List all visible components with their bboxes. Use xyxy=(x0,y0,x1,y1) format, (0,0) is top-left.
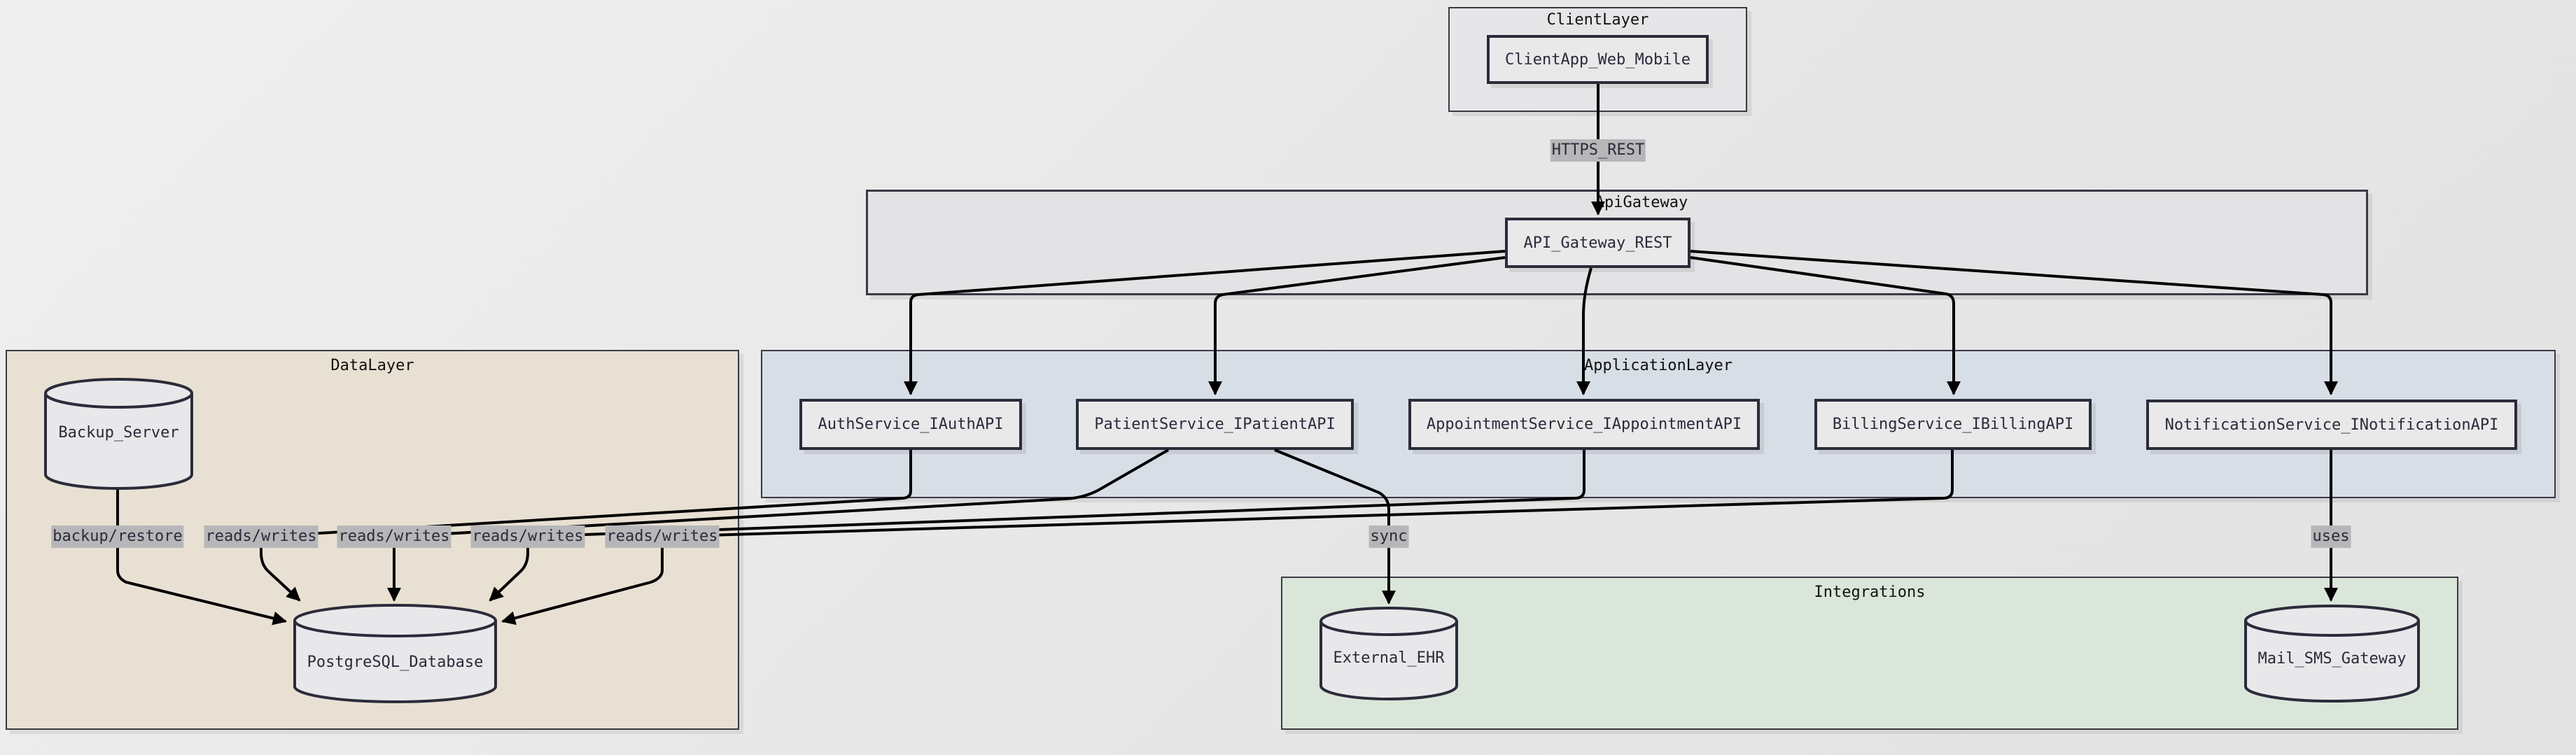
edge-gateway-to-appointment xyxy=(1576,267,1592,395)
node-label: AuthService_IAuthAPI xyxy=(818,416,1004,433)
node-backup-server[interactable]: Backup_Server xyxy=(44,378,193,490)
node-api-gateway[interactable]: API_Gateway_REST xyxy=(1505,218,1690,268)
edge-label-reads-writes-billing: reads/writes xyxy=(605,525,720,548)
node-billing-service[interactable]: BillingService_IBillingAPI xyxy=(1814,399,2092,450)
node-appointment-service[interactable]: AppointmentService_IAppointmentAPI xyxy=(1408,399,1760,450)
cluster-title: ApiGateway xyxy=(1595,194,1688,211)
node-external-ehr[interactable]: External_EHR xyxy=(1320,607,1458,700)
node-label: External_EHR xyxy=(1333,649,1445,667)
database-icon xyxy=(293,604,497,703)
node-mail-sms-gateway[interactable]: Mail_SMS_Gateway xyxy=(2244,605,2420,703)
edge-label-reads-writes-patient: reads/writes xyxy=(337,525,451,548)
edge-label-reads-writes-auth: reads/writes xyxy=(204,525,318,548)
edge-gateway-to-notification xyxy=(1690,250,2338,395)
edge-gateway-to-patient xyxy=(1208,256,1506,395)
node-label: NotificationService_INotificationAPI xyxy=(2164,416,2499,434)
database-icon xyxy=(2244,605,2420,703)
node-label: BillingService_IBillingAPI xyxy=(1832,416,2074,433)
edge-billing-to-db xyxy=(501,450,1954,626)
cluster-title: ApplicationLayer xyxy=(1584,357,1732,374)
edge-label-uses: uses xyxy=(2311,525,2351,548)
edge-label-backup: backup/restore xyxy=(51,525,184,548)
edge-label-https: HTTPS_REST xyxy=(1550,139,1646,162)
node-label: PostgreSQL_Database xyxy=(307,654,484,671)
cluster-integrations: Integrations xyxy=(1281,577,2458,730)
edge-gateway-to-billing xyxy=(1690,256,1961,395)
node-postgresql-database[interactable]: PostgreSQL_Database xyxy=(293,604,497,703)
node-patient-service[interactable]: PatientService_IPatientAPI xyxy=(1076,399,1354,450)
edge-patient-to-db xyxy=(387,449,1169,602)
node-label: Backup_Server xyxy=(58,424,179,442)
node-notification-service[interactable]: NotificationService_INotificationAPI xyxy=(2146,400,2517,450)
node-label: Mail_SMS_Gateway xyxy=(2258,650,2407,668)
node-label: AppointmentService_IAppointmentAPI xyxy=(1426,416,1742,433)
database-icon xyxy=(1320,607,1458,700)
cluster-title: ClientLayer xyxy=(1546,11,1649,29)
node-label: PatientService_IPatientAPI xyxy=(1094,416,1336,433)
edge-backup-to-db xyxy=(116,490,287,626)
edge-label-reads-writes-appointment: reads/writes xyxy=(470,525,585,548)
node-label: API_Gateway_REST xyxy=(1523,234,1672,252)
node-auth-service[interactable]: AuthService_IAuthAPI xyxy=(799,399,1022,450)
node-client-app[interactable]: ClientApp_Web_Mobile xyxy=(1487,35,1709,84)
node-label: ClientApp_Web_Mobile xyxy=(1505,50,1690,69)
cluster-title: DataLayer xyxy=(330,357,414,374)
edge-gateway-to-auth xyxy=(904,250,1506,395)
database-icon xyxy=(44,378,193,490)
edge-label-sync: sync xyxy=(1368,525,1409,548)
cluster-title: Integrations xyxy=(1814,584,1926,601)
edge-patient-to-ehr xyxy=(1274,449,1396,605)
